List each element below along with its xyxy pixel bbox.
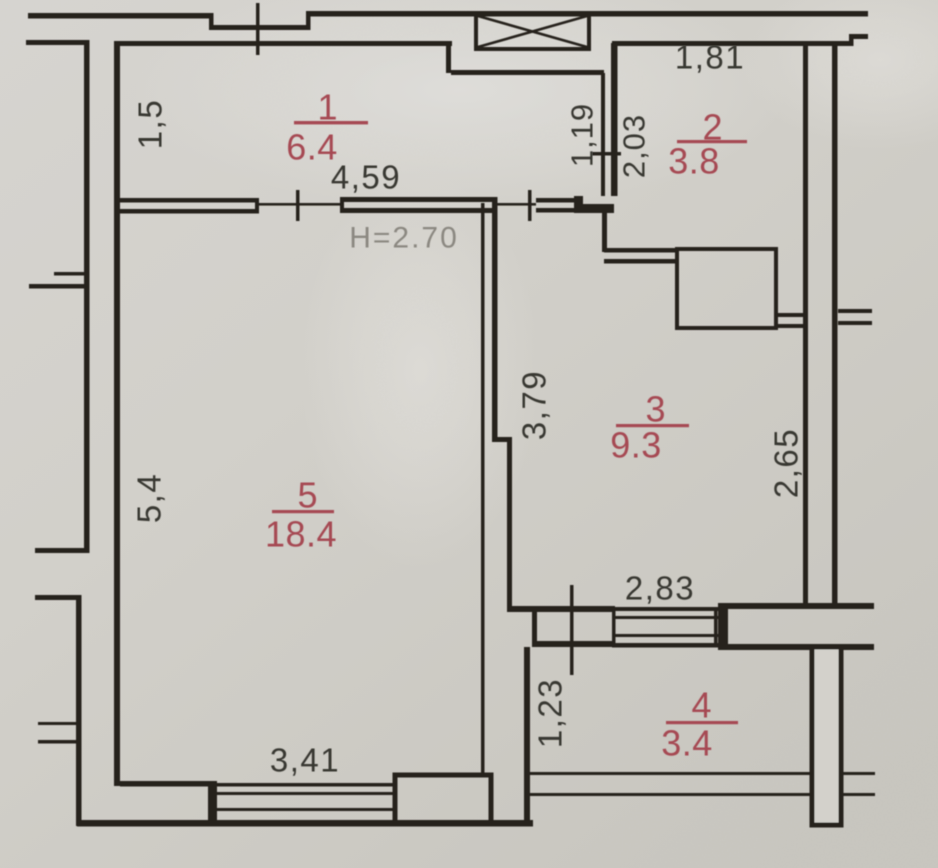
dim-hall-width: 4,59 <box>331 159 401 196</box>
dimension-ticks <box>256 3 621 675</box>
outer-wall-left <box>29 40 90 826</box>
dim-wc-wall: 1,19 <box>565 103 600 167</box>
room-label-5: 5 18.4 <box>265 475 337 555</box>
labels-layer: 1,5 4,59 1,19 2,03 1,81 3,79 2,65 5,4 2,… <box>131 39 805 779</box>
dim-bath-depth: 2,03 <box>617 114 652 178</box>
room-4-area: 3.4 <box>661 723 713 764</box>
right-wall-pier <box>809 644 844 828</box>
room-label-1: 1 6.4 <box>286 87 368 168</box>
room-2-underline <box>677 140 747 144</box>
room-label-4: 4 3.4 <box>661 685 738 764</box>
room-1-area: 6.4 <box>286 127 338 168</box>
room-5-underline <box>272 510 334 514</box>
balcony-walls <box>524 647 875 822</box>
room-3-area: 9.3 <box>610 425 662 466</box>
room-2-area: 3.8 <box>668 141 720 182</box>
dim-kitchen-width: 2,83 <box>625 570 695 607</box>
dim-living-depth: 5,4 <box>131 473 168 523</box>
wall-hall-living <box>120 196 614 214</box>
ceiling-height-note: H=2.70 <box>349 222 459 255</box>
room-5-area: 18.4 <box>265 514 337 555</box>
walls-layer <box>26 3 875 828</box>
room-5-number: 5 <box>297 475 318 516</box>
wall-living-kitchen <box>481 197 512 777</box>
wall-left-inner <box>114 41 120 786</box>
room-3-underline <box>616 424 689 428</box>
dim-kitchen-right: 2,65 <box>768 428 805 498</box>
room-2-number: 2 <box>702 107 723 148</box>
room-label-3: 3 9.3 <box>610 389 689 466</box>
dim-kitchen-depth: 3,79 <box>516 370 553 440</box>
duct-box-connectors <box>776 309 872 328</box>
dim-living-width: 3,41 <box>270 742 340 779</box>
room-label-2: 2 3.8 <box>668 107 747 182</box>
room-1-underline <box>294 121 368 125</box>
dim-bath-width: 1,81 <box>675 39 745 76</box>
outer-wall-bottom <box>77 772 533 827</box>
room-4-number: 4 <box>691 685 712 726</box>
room-4-underline <box>666 721 738 725</box>
balcony-window <box>612 607 718 648</box>
duct-box <box>675 247 778 330</box>
room-3-number: 3 <box>645 389 666 430</box>
dim-hall-depth: 1,5 <box>132 99 169 149</box>
dim-balcony-depth: 1,23 <box>532 678 569 748</box>
wall-bathroom <box>601 43 678 264</box>
room-1-number: 1 <box>317 87 338 128</box>
vent-shaft-crossed-box <box>474 12 591 51</box>
outer-wall-right <box>803 45 838 607</box>
